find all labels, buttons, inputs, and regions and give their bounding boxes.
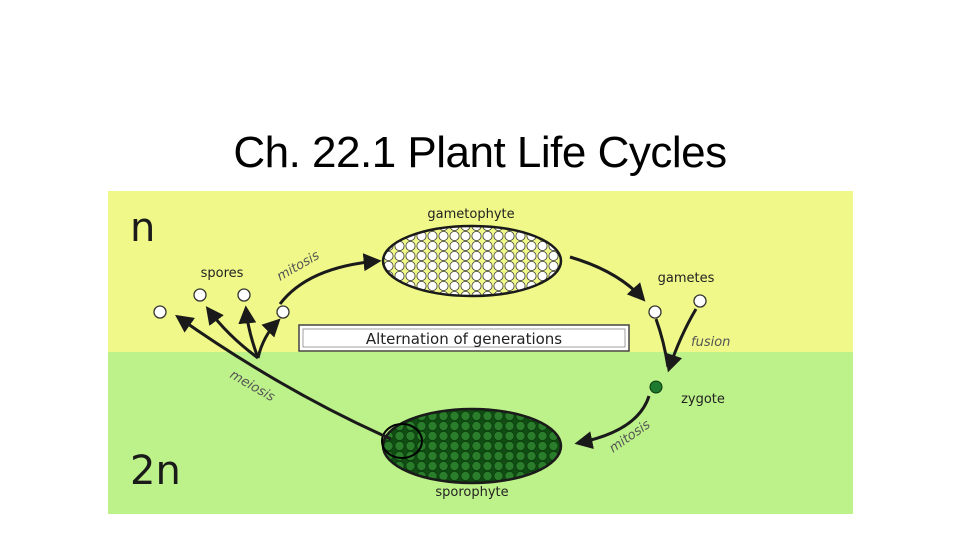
diploid-label: 2n — [130, 448, 181, 494]
arrow-mitosis-bottom — [574, 395, 651, 449]
fusion-label: fusion — [691, 335, 730, 350]
gametophyte-cells — [381, 224, 563, 298]
spores-label: spores — [201, 266, 244, 281]
slide-title: Ch. 22.1 Plant Life Cycles — [233, 128, 727, 177]
gametes-label: gametes — [658, 271, 715, 286]
sporophyte-highlight — [381, 423, 423, 459]
arrow-mitosis-top — [278, 253, 382, 305]
gametophyte-label: gametophyte — [427, 207, 514, 222]
spore-dot — [193, 288, 207, 302]
spore-dot — [276, 305, 290, 319]
zygote-label: zygote — [681, 392, 725, 407]
arrow-gametes — [569, 255, 646, 302]
arrow-fusion-right — [665, 308, 698, 373]
sporophyte-cells — [381, 407, 563, 485]
life-cycle-diagram: n 2n gametophyte sporophyte gametes spor… — [108, 191, 853, 514]
spore-dot — [237, 288, 251, 302]
zygote-dot — [649, 380, 663, 394]
center-label: Alternation of generations — [366, 330, 562, 348]
sporophyte-label: sporophyte — [435, 485, 508, 500]
arrow-meiosis-branch — [256, 318, 281, 359]
gamete-dot — [648, 305, 662, 319]
haploid-label: n — [130, 205, 155, 251]
arrow-meiosis-branch — [205, 306, 259, 360]
arrow-meiosis-branch — [238, 305, 260, 359]
spore-dot — [153, 305, 167, 319]
gamete-dot — [693, 294, 707, 308]
arrow-meiosis-main — [175, 314, 392, 441]
